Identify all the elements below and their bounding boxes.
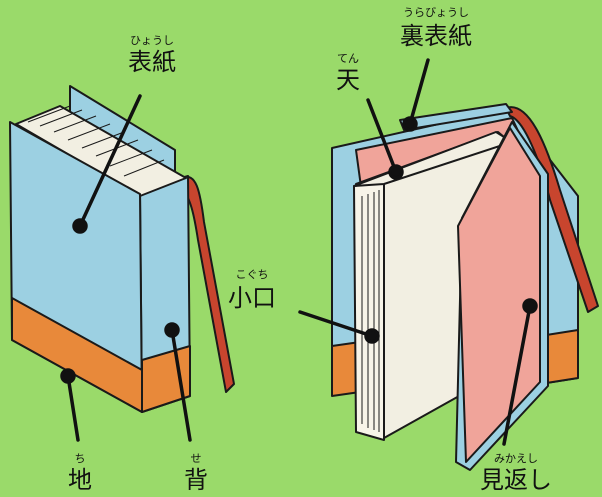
open-book [331,103,599,471]
label-urabyoushi: うらびょうし 裏表紙 [400,6,472,50]
label-text-chi: 地 [68,466,92,494]
ruby-se: せ [191,452,202,465]
leader-ten-dot [388,164,404,180]
label-text-mikaeshi: 見返し [480,466,552,494]
ruby-ten: てん [337,52,359,65]
leader-koguchi-dot [364,328,380,344]
leader-se-dot [164,322,180,338]
leader-lines [60,58,538,446]
leader-chi [66,374,80,442]
label-text-koguchi: 小口 [228,284,276,312]
open-book-endpaper-front [457,127,541,463]
leader-hyoushi [78,94,142,228]
ruby-koguchi: こぐち [236,268,269,281]
ruby-hyoushi: ひょうし [130,34,174,47]
ruby-mikaeshi: みかえし [494,452,538,465]
closed-book-bottom-band [11,297,143,413]
open-book-ribbon [505,106,599,313]
leader-chi-dot [60,368,76,384]
label-koguchi: こぐち 小口 [228,268,276,312]
leader-ten [366,98,398,174]
leader-mikaeshi-dot [522,298,538,314]
label-chi: ち 地 [68,452,92,494]
ruby-urabyoushi: うらびょうし [403,6,469,19]
label-se: せ 背 [184,452,208,494]
label-mikaeshi: みかえし 見返し [480,452,552,494]
leader-mikaeshi [502,304,532,446]
label-text-hyoushi: 表紙 [128,48,176,76]
label-text-se: 背 [184,466,208,494]
label-text-ten: 天 [336,66,360,94]
leader-urabyoushi-dot [402,116,418,132]
label-ten: てん 天 [336,52,360,94]
label-hyoushi: ひょうし 表紙 [128,34,176,76]
leader-koguchi [298,310,374,338]
leader-se [170,328,192,442]
leader-hyoushi-dot [72,218,88,234]
open-book-fore-edge-lines [361,190,380,432]
ruby-chi: ち [75,452,86,465]
label-text-urabyoushi: 裏表紙 [400,22,472,50]
leader-urabyoushi [408,58,430,126]
open-book-top-strip [399,103,513,131]
